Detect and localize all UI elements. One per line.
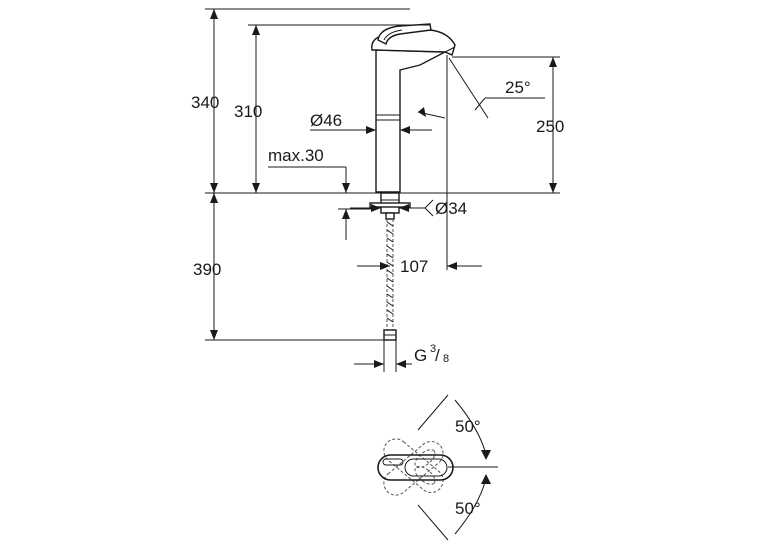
label-diameter-34: Ø34 — [435, 199, 467, 218]
label-thread-numerator: 3 — [430, 343, 436, 355]
dim-spout-reach: 107 — [357, 193, 482, 276]
dim-shank-diameter: Ø34 — [350, 199, 467, 218]
dim-spout-angle: 25° — [417, 55, 545, 193]
dim-spout-diameter: Ø46 — [310, 111, 432, 134]
label-angle-25: 25° — [505, 78, 531, 97]
shank — [369, 192, 411, 220]
label-diameter-46: Ø46 — [310, 111, 342, 130]
label-thread-g: G — [414, 346, 427, 365]
dim-spout-lower-height: 250 — [452, 56, 564, 193]
dim-deck-thickness: max.30 — [268, 146, 378, 240]
label-250: 250 — [536, 117, 564, 136]
dim-hose-length: 390 — [193, 193, 384, 341]
label-max-30: max.30 — [268, 146, 324, 165]
dim-connection-thread: G 3 / 8 — [354, 340, 449, 372]
label-lever-angle-upper: 50° — [455, 417, 481, 436]
label-thread-denominator: 8 — [443, 353, 449, 365]
dim-spout-height: 310 — [234, 24, 430, 193]
supply-hose — [383, 219, 397, 341]
label-310: 310 — [234, 102, 262, 121]
lever-top-view: 50° 50° — [377, 394, 498, 541]
faucet-side-view — [371, 23, 456, 193]
label-390: 390 — [193, 260, 221, 279]
thread-fraction-slash: / — [435, 346, 440, 365]
label-107: 107 — [400, 257, 428, 276]
dim-total-height: 340 — [191, 8, 410, 193]
label-340: 340 — [191, 93, 219, 112]
label-lever-angle-lower: 50° — [455, 499, 481, 518]
